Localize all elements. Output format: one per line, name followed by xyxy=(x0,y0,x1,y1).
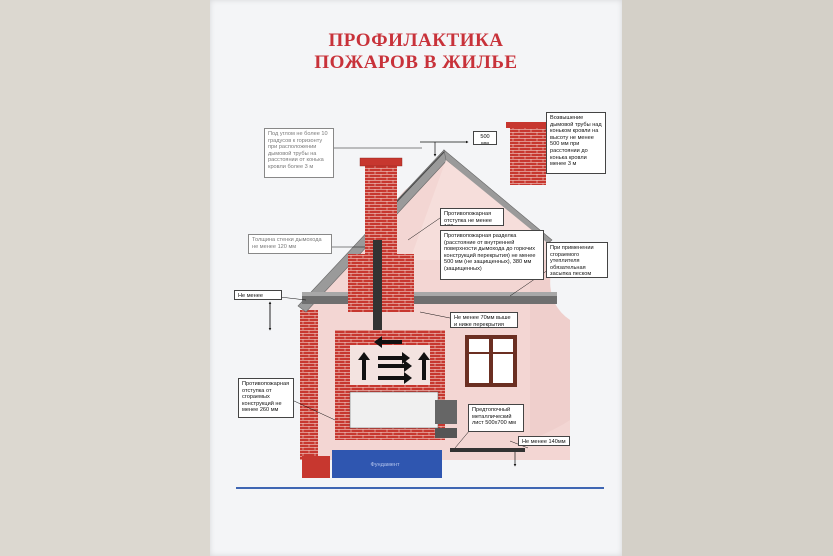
background-left xyxy=(0,0,210,556)
house-diagram xyxy=(268,122,570,478)
stove-inner-bottom xyxy=(349,391,439,429)
label-foundation: Фундамент xyxy=(370,462,400,468)
background-right xyxy=(622,0,833,556)
label-min-70: Не менее 70мм выше и ниже перекрытия xyxy=(450,312,518,328)
label-angle-note: Под углом не более 10 градусов к горизон… xyxy=(264,128,334,178)
chimney-cap xyxy=(359,157,403,167)
label-wall-120: Толщина стенки дымохода не менее 120 мм xyxy=(248,234,332,254)
label-min-350: Не менее 350мм xyxy=(234,290,282,300)
poster-title-line-2: ПОЖАРОВ В ЖИЛЬЕ xyxy=(314,52,518,73)
label-insulation: При применении сгораемого утеплителя обя… xyxy=(546,242,608,278)
label-500mm: 500 мм xyxy=(473,131,497,145)
label-chimney-rise: Возвышение дымовой трубы над коньком кро… xyxy=(546,112,606,174)
window xyxy=(465,335,517,387)
poster-footer-line xyxy=(236,487,604,489)
label-offset-260: Противопожарная отступка от сгораемых ко… xyxy=(238,378,294,418)
poster-title-line-1: ПРОФИЛАКТИКА xyxy=(328,30,504,51)
ceiling-slab-top xyxy=(302,292,557,296)
flue xyxy=(373,240,382,330)
foundation xyxy=(332,450,442,478)
metal-sheet xyxy=(450,448,525,452)
left-brick-wall xyxy=(300,310,318,460)
label-partition: Противопожарная разделка (расстояние от … xyxy=(440,230,544,280)
label-min-140: Не менее 140мм xyxy=(518,436,570,446)
label-offset-130: Противопожарная отступка не менее 130 мм xyxy=(440,208,504,226)
stove-ash-door xyxy=(435,428,457,438)
stove-door xyxy=(435,400,457,424)
fire-safety-poster: ПРОФИЛАКТИКА ПОЖАРОВ В ЖИЛЬЕ xyxy=(210,0,622,556)
ceiling-slab xyxy=(302,296,557,304)
right-chimney xyxy=(510,125,546,185)
label-metal-sheet: Предтопочный металлический лист 500х700 … xyxy=(468,404,524,432)
foundation-left xyxy=(302,456,330,478)
upper-chimney xyxy=(365,162,397,254)
smoke-arrows xyxy=(358,336,430,384)
right-chimney-cap xyxy=(506,122,550,128)
